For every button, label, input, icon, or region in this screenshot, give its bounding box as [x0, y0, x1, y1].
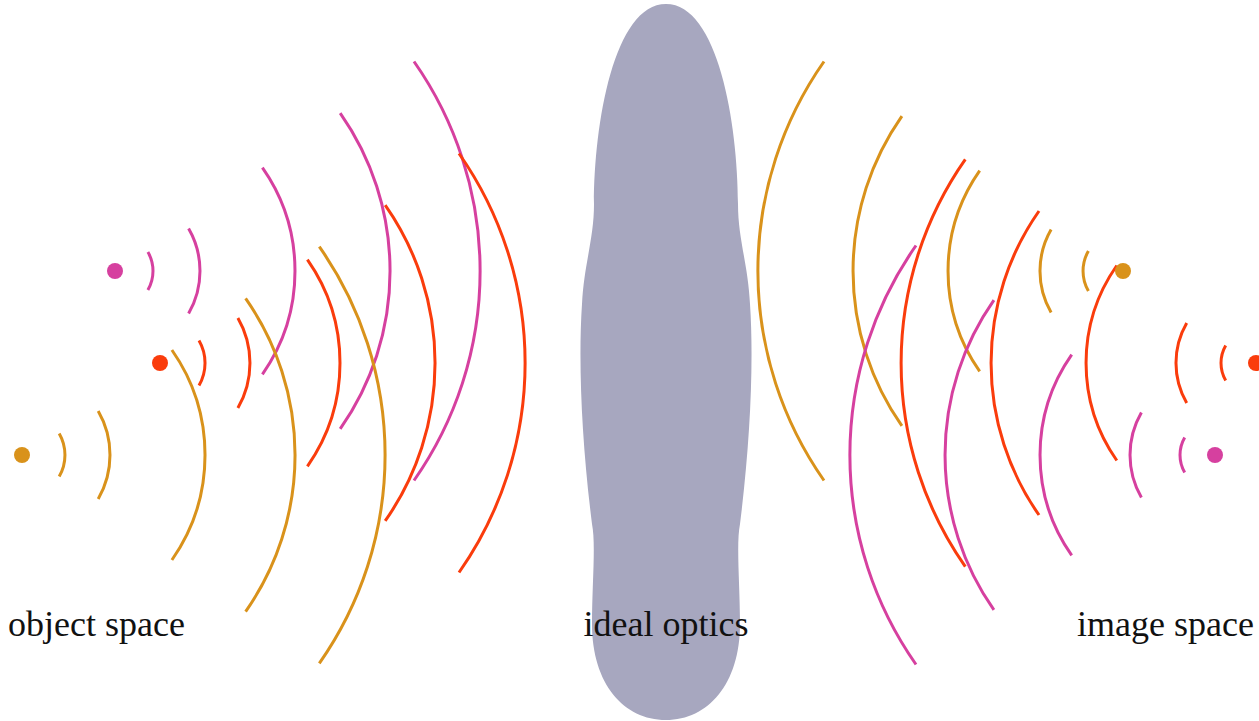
converging-wavefronts — [850, 246, 1185, 665]
converging-wavefronts — [758, 62, 1089, 481]
diverging-wavefronts — [59, 247, 385, 664]
region-label: image space — [1077, 604, 1254, 644]
optics-blob — [580, 4, 751, 720]
diverging-wavefronts — [199, 154, 525, 573]
region-label: object space — [8, 604, 185, 644]
image-point — [1207, 447, 1223, 463]
point-source — [152, 355, 168, 371]
point-source — [14, 447, 30, 463]
image-point — [1248, 355, 1259, 371]
image-point — [1115, 263, 1131, 279]
point-source — [107, 263, 123, 279]
region-label: ideal optics — [584, 604, 749, 644]
